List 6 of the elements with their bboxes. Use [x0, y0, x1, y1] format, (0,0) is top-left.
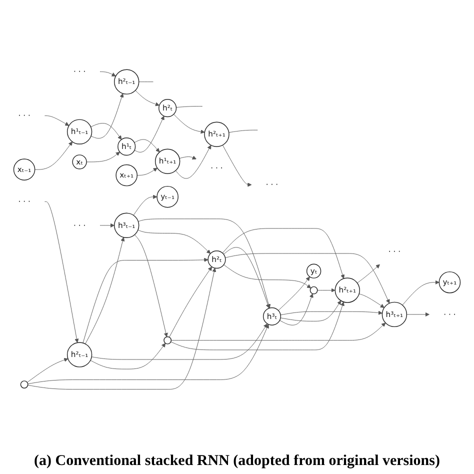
figure-caption: (a) Conventional stacked RNN (adopted from original versions) [34, 453, 440, 470]
node-circle [20, 381, 28, 389]
connector [176, 106, 203, 108]
node-circle [164, 336, 172, 345]
node-circle [310, 286, 318, 295]
connector [228, 130, 258, 134]
